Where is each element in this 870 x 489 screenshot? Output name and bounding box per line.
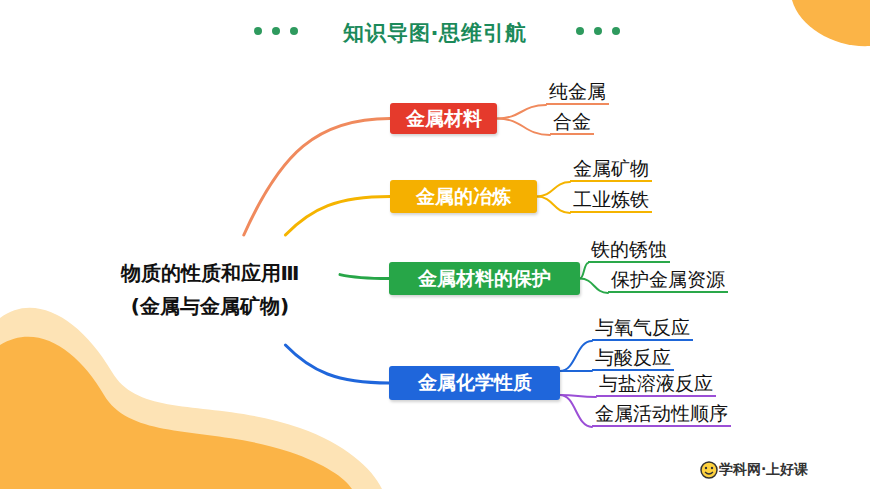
- branch-box: 金属化学性质: [389, 366, 560, 400]
- branch-box: 金属的冶炼: [390, 180, 537, 213]
- node-text: 金属材料: [406, 106, 482, 132]
- title-dot: [254, 27, 262, 35]
- title-dot: [612, 27, 620, 35]
- corner-shape: [792, 0, 870, 46]
- node-text: 金属材料的保护: [418, 266, 551, 292]
- branch-connector: [560, 371, 592, 372]
- leaf-item: 合金: [550, 110, 594, 135]
- title-dot: [272, 27, 280, 35]
- background-wave: [0, 337, 352, 489]
- node-text: 合金: [553, 110, 591, 132]
- branch-connector: [285, 345, 389, 383]
- branch-connector: [560, 395, 596, 397]
- leaf-item: 纯金属: [546, 80, 609, 105]
- leaf-item: 铁的锈蚀: [588, 238, 670, 263]
- node-text: 与酸反应: [595, 346, 671, 368]
- branch-connector: [580, 263, 588, 279]
- logo-eye: [711, 467, 713, 469]
- logo-smile: [705, 472, 713, 474]
- logo-icon: [701, 462, 717, 478]
- node-text: 保护金属资源: [611, 268, 725, 290]
- logo-eye: [705, 467, 707, 469]
- node-text: 铁的锈蚀: [591, 238, 667, 260]
- branch-box: 金属材料的保护: [389, 262, 580, 295]
- leaf-item: 与氧气反应: [592, 316, 693, 341]
- title-dot: [594, 27, 602, 35]
- watermark: 学科网·上好课: [719, 461, 808, 479]
- title-dot: [576, 27, 584, 35]
- branch-connector: [244, 119, 390, 236]
- node-text: 金属化学性质: [418, 370, 532, 396]
- branch-connector: [497, 119, 550, 136]
- branch-connector: [560, 341, 592, 371]
- branch-connector: [285, 197, 390, 236]
- node-text: 与氧气反应: [595, 316, 690, 338]
- topic-node: 物质的性质和应用Ⅲ (金属与金属矿物): [80, 235, 340, 345]
- node-text: 纯金属: [549, 80, 606, 102]
- leaf-item: 金属矿物: [570, 157, 652, 182]
- branch-connector: [537, 182, 570, 197]
- node-text: 金属矿物: [573, 157, 649, 179]
- leaf-item: 与盐溶液反应: [596, 372, 716, 397]
- node-text: 金属的冶炼: [416, 184, 511, 210]
- leaf-item: 金属活动性顺序: [592, 402, 731, 427]
- node-text: 工业炼铁: [573, 188, 649, 210]
- background-wave: [0, 308, 382, 489]
- node-text: 金属活动性顺序: [595, 402, 728, 424]
- leaf-item: 保护金属资源: [608, 268, 728, 293]
- branch-connector: [340, 275, 389, 279]
- leaf-item: 与酸反应: [592, 346, 674, 371]
- diagram-title: 知识导图·思维引航: [0, 19, 870, 47]
- branch-connector: [580, 279, 608, 294]
- branch-connector: [537, 197, 570, 214]
- leaf-item: 工业炼铁: [570, 188, 652, 213]
- branch-connector: [497, 105, 546, 119]
- branch-connector: [560, 395, 592, 427]
- title-dot: [290, 27, 298, 35]
- branch-box: 金属材料: [390, 103, 497, 134]
- node-text: 与盐溶液反应: [599, 372, 713, 394]
- node-text: 物质的性质和应用Ⅲ (金属与金属矿物): [95, 257, 325, 323]
